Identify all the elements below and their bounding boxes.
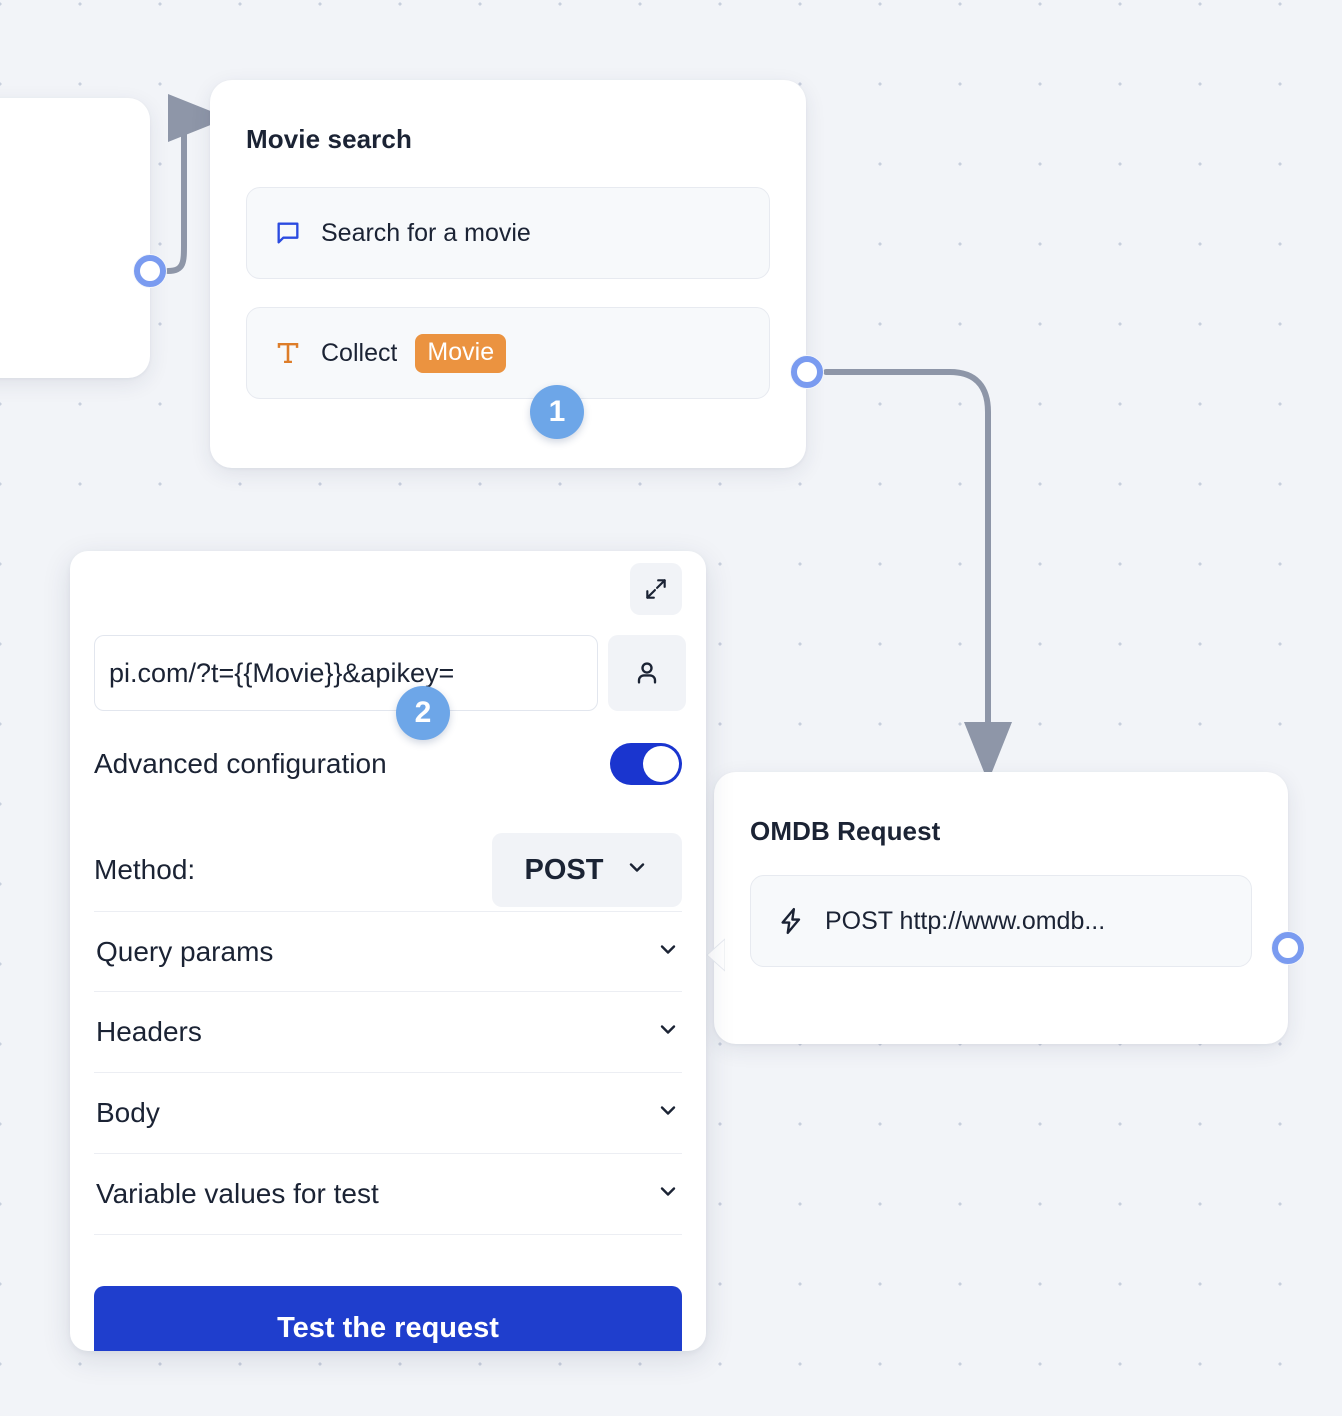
- speech-bubble-icon: [273, 218, 303, 248]
- node-row-label: Search for a movie: [321, 218, 531, 247]
- chevron-down-icon: [656, 1097, 680, 1129]
- port-omdb-request-output[interactable]: [1271, 931, 1305, 965]
- request-config-panel[interactable]: Advanced configuration Method: POST Quer…: [70, 551, 706, 1351]
- advanced-configuration-row[interactable]: Advanced configuration: [94, 743, 682, 785]
- node-card-partial[interactable]: [0, 98, 150, 378]
- text-type-icon: [273, 338, 303, 368]
- node-row-collect-movie[interactable]: Collect Movie: [246, 307, 770, 399]
- node-title-omdb-request: OMDB Request: [750, 816, 941, 846]
- method-row: Method: POST: [94, 833, 682, 907]
- accordion-variable-values-for-test[interactable]: Variable values for test: [94, 1154, 682, 1235]
- port-partial-output[interactable]: [133, 254, 167, 288]
- method-label: Method:: [94, 854, 196, 885]
- url-field-row[interactable]: [94, 635, 686, 711]
- expand-icon[interactable]: [630, 563, 682, 615]
- node-card-omdb-request[interactable]: OMDB Request POST http://www.omdb...: [706, 772, 1288, 1044]
- lightning-bolt-icon: [777, 906, 807, 936]
- collapse-handle-icon[interactable]: [703, 938, 725, 972]
- edge-movie-to-omdb: [823, 369, 1012, 782]
- advanced-configuration-label: Advanced configuration: [94, 748, 387, 779]
- port-movie-search-output[interactable]: [790, 355, 824, 389]
- chevron-down-icon: [625, 854, 649, 887]
- node-title-movie-search: Movie search: [246, 124, 412, 154]
- accordion-label: Headers: [96, 1016, 202, 1047]
- node-card-movie-search[interactable]: Movie search Search for a movie Collect …: [210, 80, 806, 468]
- accordion-query-params[interactable]: Query params: [94, 911, 682, 992]
- test-the-request-button[interactable]: Test the request: [94, 1286, 682, 1351]
- accordion-body[interactable]: Body: [94, 1073, 682, 1154]
- person-icon[interactable]: [608, 635, 686, 711]
- node-row-search-for-a-movie[interactable]: Search for a movie: [246, 187, 770, 279]
- method-value: POST: [524, 853, 604, 886]
- chevron-down-icon: [656, 936, 680, 968]
- accordion-list: Query params Headers Body: [94, 911, 682, 1235]
- node-row-label: POST http://www.omdb...: [825, 906, 1106, 935]
- chevron-down-icon: [656, 1016, 680, 1048]
- edge-partial-to-movie: [165, 94, 228, 274]
- accordion-label: Variable values for test: [96, 1178, 379, 1209]
- accordion-headers[interactable]: Headers: [94, 992, 682, 1073]
- request-url-input[interactable]: [94, 635, 598, 711]
- accordion-label: Query params: [96, 935, 274, 967]
- advanced-configuration-toggle[interactable]: [610, 743, 682, 785]
- method-select[interactable]: POST: [492, 833, 682, 907]
- variable-chip-movie[interactable]: Movie: [415, 333, 507, 373]
- step-badge-1: 1: [530, 385, 584, 439]
- chevron-down-icon: [656, 1178, 680, 1210]
- accordion-label: Body: [96, 1097, 160, 1128]
- step-badge-2: 2: [396, 686, 450, 740]
- node-row-post-request[interactable]: POST http://www.omdb...: [750, 875, 1252, 967]
- node-row-label-prefix: Collect: [321, 338, 398, 367]
